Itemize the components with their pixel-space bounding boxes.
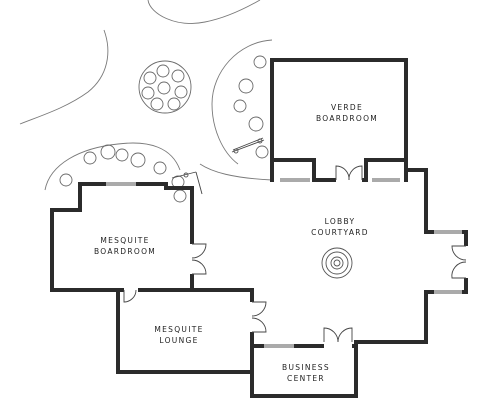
mesquite-boardroom-walls [50,182,194,292]
room-label-mesquite-boardroom-line1: MESQUITE [100,236,149,245]
shrub-bed-west [59,144,187,203]
door-business-center[interactable] [323,327,353,349]
door-lobby-east[interactable] [451,245,469,279]
room-label-verde-line1: VERDE [331,103,363,112]
room-label-lobby-line1: LOBBY [325,217,356,226]
room-label-mesquite-lounge-line2: LOUNGE [159,336,198,345]
door-lounge-west[interactable] [123,287,138,303]
tree-cluster [138,60,192,114]
room-label-mesquite-lounge-line1: MESQUITE [154,325,203,334]
fountain-icon [321,247,353,279]
door-mesquite-boardroom[interactable] [189,243,207,275]
garden-gate [171,171,203,195]
windows [106,177,462,349]
room-label-business-center-line1: BUSINESS [282,363,330,372]
garden-paths [19,0,273,191]
shrub-bed-north [233,55,269,159]
door-mesquite-lounge[interactable] [249,301,267,333]
room-label-mesquite-boardroom-line2: BOARDROOM [94,247,156,256]
verde-boardroom-walls [270,58,408,182]
door-verde-boardroom[interactable] [335,165,363,183]
garden-gate [231,137,265,154]
business-center-walls [250,344,358,398]
room-label-lobby-line2: COURTYARD [311,228,369,237]
room-label-business-center-line2: CENTER [287,374,325,383]
room-label-verde-line2: BOARDROOM [316,114,378,123]
lobby-walls [190,158,468,348]
